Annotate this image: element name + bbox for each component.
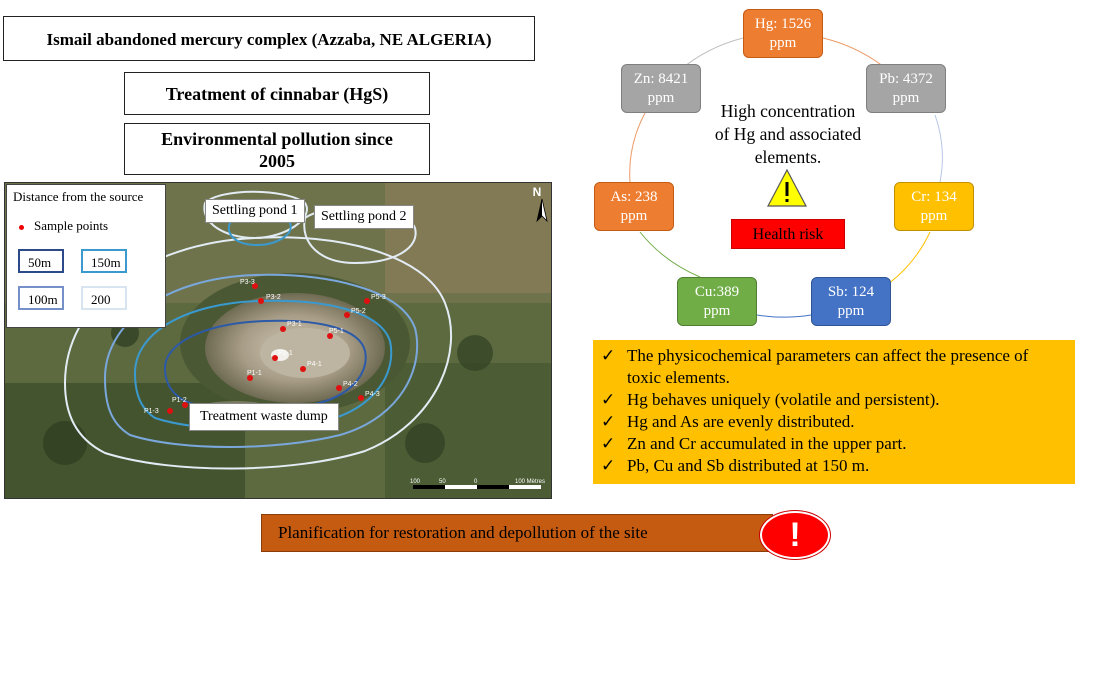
sample-label: P4-1 — [307, 361, 322, 368]
finding-item: ✓Zn and Cr accumulated in the upper part… — [601, 434, 907, 453]
svg-text:100 Mètres: 100 Mètres — [515, 479, 545, 485]
health-risk-label: Health risk — [731, 219, 845, 249]
legend-sample-points: Sample points — [19, 218, 108, 234]
legend-buffer-50m: 50m — [18, 249, 64, 273]
svg-text:50: 50 — [439, 479, 446, 485]
warning-triangle-icon — [767, 168, 807, 207]
sample-label: P5-3 — [371, 294, 386, 301]
scale-bar: 100 50 0 100 Mètres — [410, 479, 545, 489]
sample-label: P1-3 — [144, 408, 159, 415]
legend-buffer-100m: 100m — [18, 286, 64, 310]
waste-dump-label: Treatment waste dump — [189, 403, 339, 431]
sample-label: P3-2 — [266, 294, 281, 301]
svg-text:100: 100 — [410, 479, 421, 485]
check-icon: ✓ — [601, 456, 616, 475]
site-title: Ismail abandoned mercury complex (Azzaba… — [3, 16, 535, 61]
check-icon: ✓ — [601, 390, 616, 409]
sample-label: P2-1 — [278, 350, 293, 357]
check-icon: ✓ — [601, 412, 616, 431]
center-statement: High concentration of Hg and associated … — [714, 101, 862, 167]
north-label: N — [532, 185, 542, 199]
treatment-box: Treatment of cinnabar (HgS) — [124, 72, 430, 115]
sample-point-icon — [19, 224, 24, 230]
site-map: P3-3 P3-2 P5-3 P5-2 P3-1 P5-1 P2-1 P4-1 … — [4, 182, 552, 499]
sample-label: P5-2 — [351, 308, 366, 315]
north-arrow-icon — [536, 198, 548, 223]
pollution-line-2: 2005 — [259, 151, 295, 171]
legend-buffer-150m: 150m — [81, 249, 127, 273]
findings-box: ✓The physicochemical parameters can affe… — [593, 340, 1075, 484]
legend-title: Distance from the source — [13, 189, 144, 204]
sample-label: P1-2 — [172, 397, 187, 404]
settling-pond-2-label: Settling pond 2 — [314, 205, 414, 229]
check-icon: ✓ — [601, 434, 616, 453]
finding-item: ✓The physicochemical parameters can affe… — [601, 346, 1029, 387]
sample-label: P3-1 — [287, 321, 302, 328]
restoration-plan-box: Planification for restoration and depoll… — [261, 514, 773, 552]
finding-item: ✓Pb, Cu and Sb distributed at 150 m. — [601, 456, 870, 475]
finding-item: ✓Hg and As are evenly distributed. — [601, 412, 855, 431]
sample-label: P4-3 — [365, 391, 380, 398]
check-icon: ✓ — [601, 346, 616, 365]
sample-label: P3-3 — [240, 279, 255, 286]
map-legend: Distance from the source Sample points 5… — [6, 184, 166, 328]
sample-label: P1-1 — [247, 370, 262, 377]
pollution-box: Environmental pollution since 2005 — [124, 123, 430, 175]
sample-label: P5-1 — [329, 328, 344, 335]
sample-label: P4-2 — [343, 381, 358, 388]
settling-pond-1-label: Settling pond 1 — [205, 199, 305, 223]
pollution-line-1: Environmental pollution since — [161, 129, 393, 149]
svg-text:0: 0 — [474, 479, 478, 485]
finding-item: ✓Hg behaves uniquely (volatile and persi… — [601, 390, 940, 409]
alert-icon: ! — [760, 511, 830, 559]
legend-buffer-200m: 200 — [81, 286, 127, 310]
